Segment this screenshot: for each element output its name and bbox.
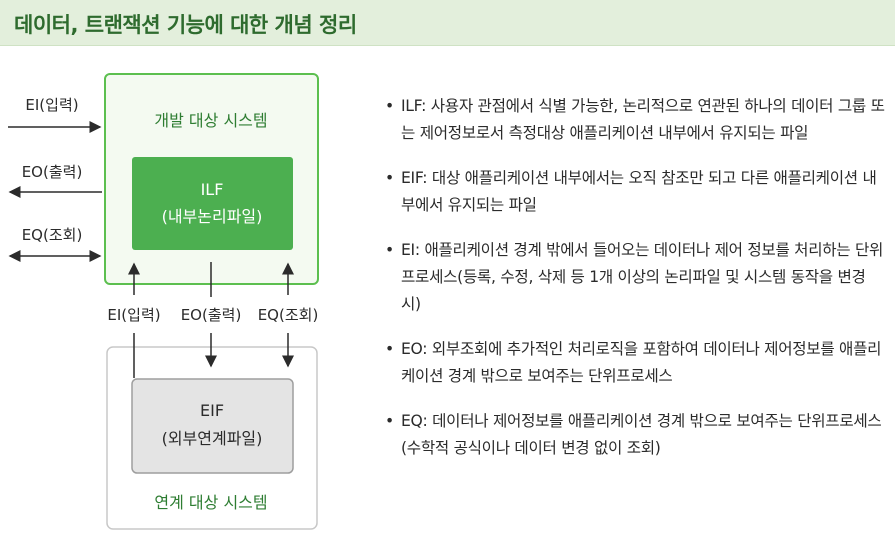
definition-text: EO: 외부조회에 추가적인 처리로직을 포함하여 데이터나 제어정보를 애플리… (401, 340, 882, 385)
definition-eif: • EIF: 대상 애플리케이션 내부에서는 오직 참조만 되고 다른 애플리케… (383, 165, 888, 219)
middle-eo-label: EO(출력) (181, 306, 242, 324)
ilf-label: ILF (201, 180, 224, 199)
left-eq-label: EQ(조회) (22, 226, 83, 244)
left-ei-label: EI(입력) (25, 96, 78, 114)
linked-system-title: 연계 대상 시스템 (154, 493, 267, 512)
bullet-dot: • (385, 340, 394, 358)
definition-ei: • EI: 애플리케이션 경계 밖에서 들어오는 데이터나 제어 정보를 처리하… (383, 237, 888, 318)
function-point-diagram: 개발 대상 시스템 ILF (내부논리파일) EI(입력) EO(출력) EQ(… (8, 73, 319, 530)
header-bar: 데이터, 트랜잭션 기능에 대한 개념 정리 (0, 0, 895, 46)
definition-list: • ILF: 사용자 관점에서 식별 가능한, 논리적으로 연관된 하나의 데이… (383, 93, 888, 480)
left-eo-label: EO(출력) (22, 163, 83, 181)
bullet-dot: • (385, 241, 394, 259)
definition-text: EQ: 데이터나 제어정보를 애플리케이션 경계 밖으로 보여주는 단위프로세스… (401, 412, 882, 457)
ilf-box (132, 157, 293, 250)
bullet-dot: • (385, 97, 394, 115)
definition-eo: • EO: 외부조회에 추가적인 처리로직을 포함하여 데이터나 제어정보를 애… (383, 336, 888, 390)
definition-text: EIF: 대상 애플리케이션 내부에서는 오직 참조만 되고 다른 애플리케이션… (401, 169, 877, 214)
middle-eq-label: EQ(조회) (258, 306, 319, 324)
ilf-sublabel: (내부논리파일) (162, 207, 263, 226)
definition-eq: • EQ: 데이터나 제어정보를 애플리케이션 경계 밖으로 보여주는 단위프로… (383, 408, 888, 462)
page-title: 데이터, 트랜잭션 기능에 대한 개념 정리 (14, 13, 357, 37)
middle-ei-label: EI(입력) (107, 306, 160, 324)
bullet-dot: • (385, 169, 394, 187)
definition-text: ILF: 사용자 관점에서 식별 가능한, 논리적으로 연관된 하나의 데이터 … (401, 97, 885, 142)
definition-text: EI: 애플리케이션 경계 밖에서 들어오는 데이터나 제어 정보를 처리하는 … (401, 241, 884, 313)
bullet-dot: • (385, 412, 394, 430)
eif-sublabel: (외부연계파일) (162, 429, 263, 448)
eif-box (131, 378, 294, 474)
target-system-title: 개발 대상 시스템 (154, 111, 267, 130)
definition-ilf: • ILF: 사용자 관점에서 식별 가능한, 논리적으로 연관된 하나의 데이… (383, 93, 888, 147)
eif-label: EIF (200, 401, 224, 420)
